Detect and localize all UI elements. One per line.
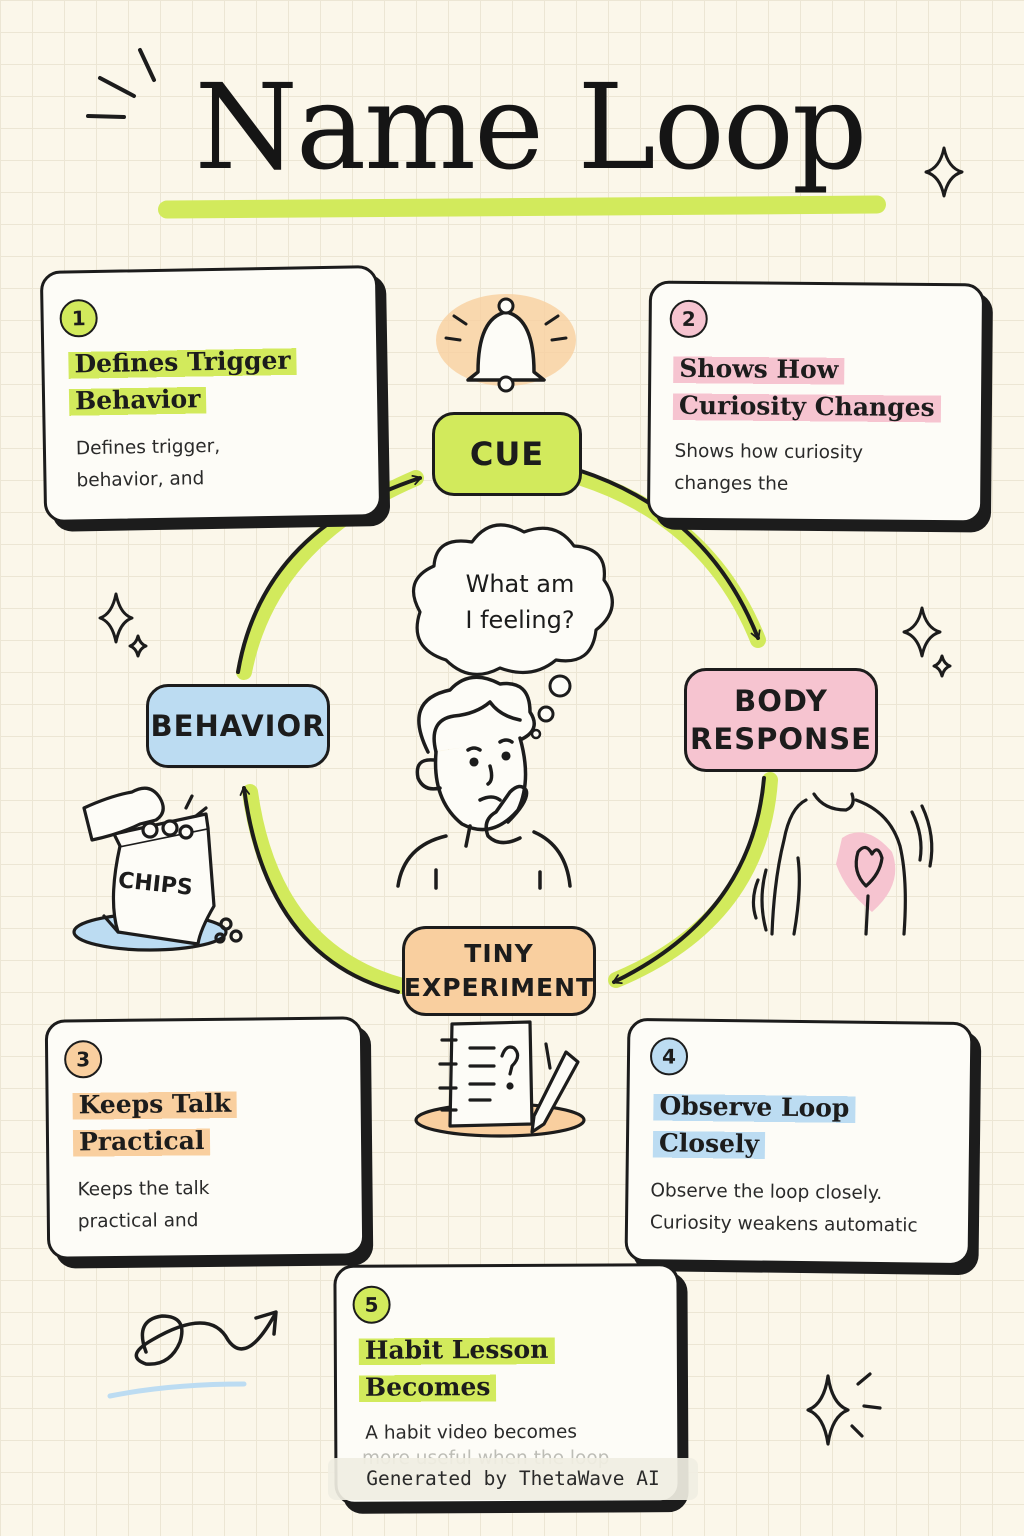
card-2: 2 Shows How Curiosity Changes Shows how …	[646, 280, 986, 524]
card-title-line: Habit Lesson	[358, 1330, 555, 1369]
loop-node-body-response: BODY RESPONSE	[684, 668, 878, 772]
node-line: BODY	[734, 684, 828, 718]
card-description: Observe the loop closely. Curiosity weak…	[650, 1175, 918, 1242]
sparkle-icon	[924, 146, 964, 198]
card-title-line: Closely	[652, 1124, 766, 1163]
loop-node-behavior: BEHAVIOR	[146, 684, 330, 768]
card-desc-line: Defines trigger,	[75, 435, 221, 460]
card-title-line: Behavior	[68, 380, 207, 420]
card-description: Defines trigger, behavior, and	[76, 431, 221, 498]
card-desc-line: practical and	[77, 1210, 199, 1233]
bell-icon	[436, 294, 576, 393]
node-line: RESPONSE	[690, 722, 872, 756]
step-number: 4	[649, 1037, 689, 1076]
card-desc-line: Keeps the talk	[77, 1177, 210, 1201]
card-title: Habit Lesson Becomes	[358, 1330, 555, 1406]
card-4: 4 Observe Loop Closely Observe the loop …	[624, 1017, 974, 1267]
card-3: 3 Keeps Talk Practical Keeps the talk pr…	[44, 1016, 366, 1260]
thought-bubble-text: What am I feeling?	[440, 566, 600, 638]
step-number: 5	[352, 1285, 391, 1324]
thinking-person-icon	[396, 675, 572, 890]
card-title-line: Practical	[72, 1121, 211, 1161]
sparkle-icon	[902, 606, 952, 678]
card-title: Keeps Talk Practical	[72, 1084, 238, 1161]
sparkle-icon	[806, 1372, 882, 1446]
card-1: 1 Defines Trigger Behavior Defines trigg…	[39, 265, 383, 523]
card-title-line: Shows How	[673, 349, 845, 389]
thought-line: What am	[465, 570, 575, 598]
body-heart-icon	[751, 792, 934, 936]
step-number: 2	[669, 299, 708, 339]
loop-arrows	[236, 468, 778, 994]
squiggle-arrow-icon	[107, 1310, 278, 1399]
step-number: 3	[63, 1040, 103, 1079]
card-desc-line: Curiosity weakens automatic	[649, 1212, 918, 1237]
card-desc-line: changes the	[674, 472, 789, 495]
card-desc-line: Shows how curiosity	[674, 440, 864, 464]
chips-bag-icon	[72, 786, 243, 952]
card-description: Shows how curiosity changes the	[674, 436, 863, 502]
node-line: EXPERIMENT	[403, 973, 595, 1002]
card-title: Defines Trigger Behavior	[68, 341, 297, 420]
card-title-line: Defines Trigger	[68, 341, 297, 383]
card-description: Keeps the talk practical and	[77, 1173, 210, 1238]
footer-watermark: Generated by ThetaWave AI	[328, 1458, 698, 1500]
thought-bubble	[411, 523, 614, 740]
loop-node-tiny-experiment: TINY EXPERIMENT	[402, 926, 596, 1016]
card-description: A habit video becomes	[365, 1417, 577, 1450]
card-title-line: Observe Loop	[653, 1087, 856, 1127]
card-desc-line: Observe the loop closely.	[650, 1180, 883, 1205]
card-title: Observe Loop Closely	[652, 1087, 856, 1163]
step-number: 1	[59, 298, 98, 338]
card-title-line: Curiosity Changes	[672, 386, 941, 427]
card-title-line: Becomes	[358, 1368, 497, 1406]
notebook-pencil-icon	[414, 1020, 586, 1138]
card-desc-line: behavior, and	[76, 468, 205, 492]
node-line: TINY	[464, 939, 534, 968]
burst-lines-icon	[86, 48, 156, 119]
card-desc-line: A habit video becomes	[365, 1421, 577, 1444]
sparkle-icon	[98, 592, 148, 658]
thought-line: I feeling?	[465, 606, 575, 634]
card-title-line: Keeps Talk	[72, 1084, 238, 1124]
loop-node-cue: CUE	[432, 412, 582, 496]
card-title: Shows How Curiosity Changes	[672, 349, 941, 427]
page-title: Name Loop	[194, 58, 868, 196]
